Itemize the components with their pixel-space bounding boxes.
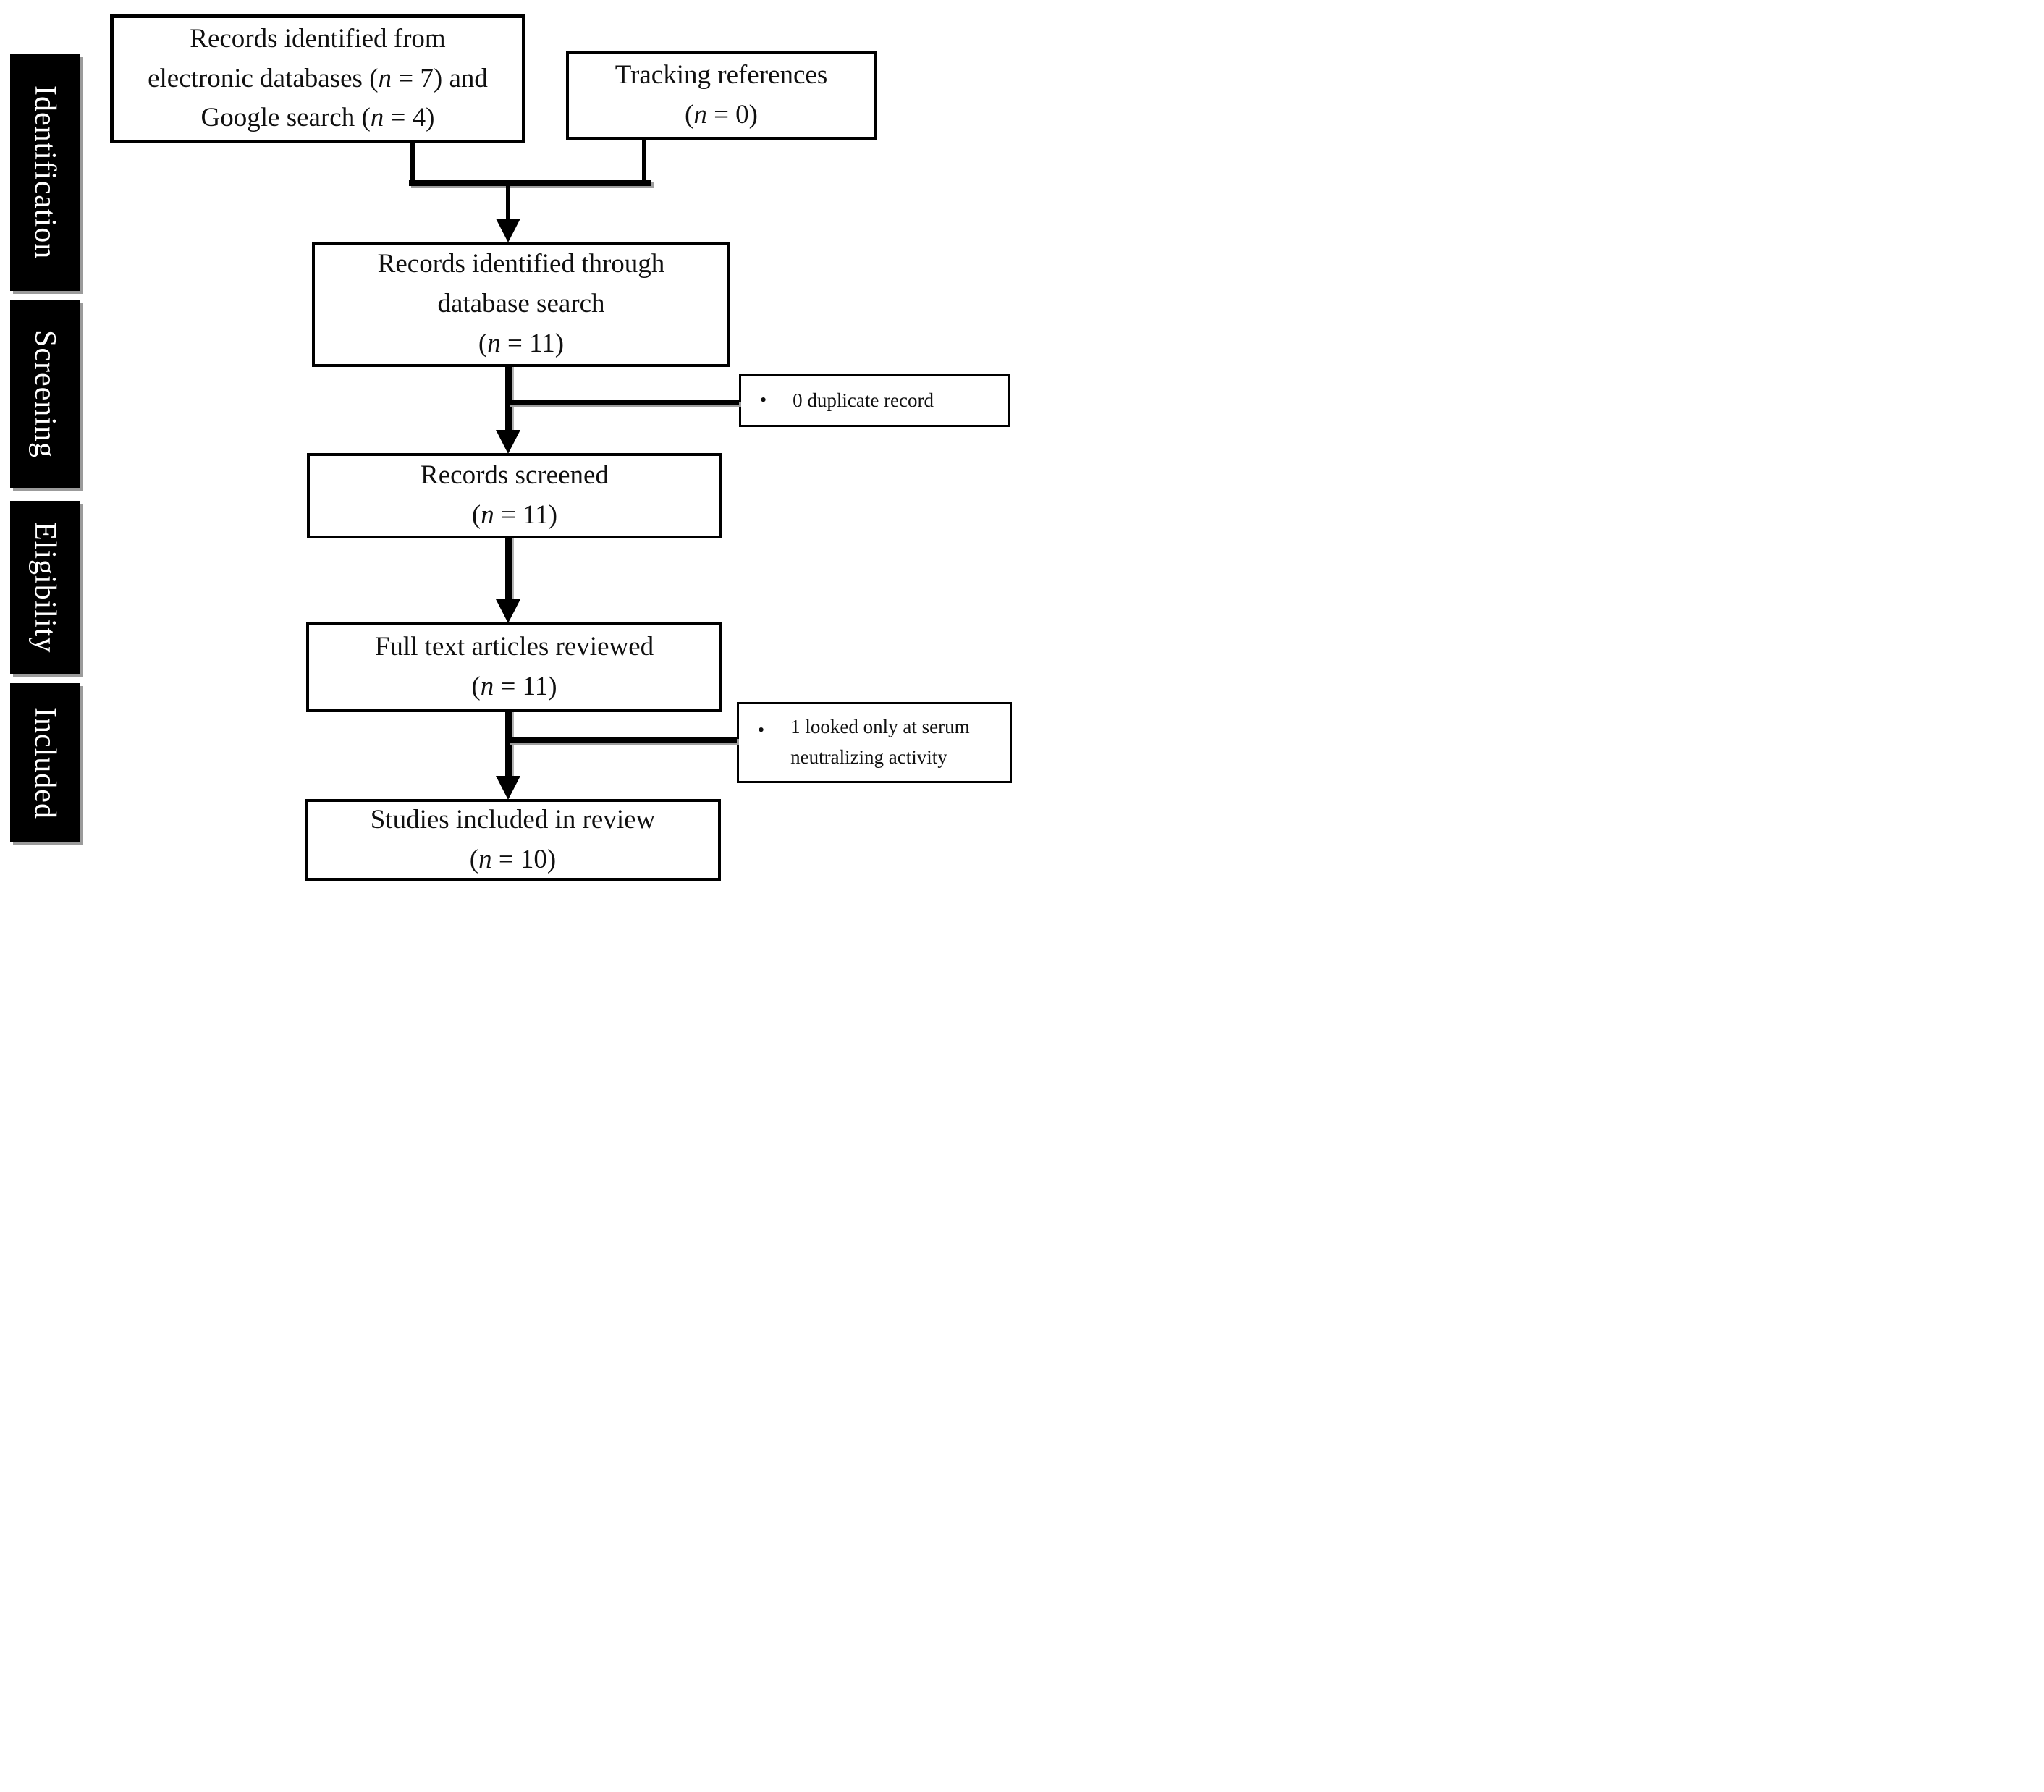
- text-line: Google search (n = 4): [200, 103, 435, 133]
- text-line: Records identified through: [377, 249, 665, 279]
- stage-label-text: Identification: [28, 85, 62, 260]
- note-duplicates-text: 0 duplicate record: [793, 386, 934, 416]
- text-line: Studies included in review: [370, 804, 656, 834]
- text-line: Records screened: [421, 460, 609, 491]
- branch-line-to-duplicates-note: [508, 400, 739, 405]
- text-line: (n = 11): [471, 672, 557, 701]
- text-line: (n = 11): [478, 328, 565, 358]
- connector-tracking-down-line: [642, 140, 646, 186]
- connector-sources-down-line: [410, 143, 415, 186]
- stage-label-eligibility: Eligibility: [10, 501, 80, 674]
- text-line: Tracking references: [615, 60, 828, 90]
- arrow-into-dbsearch-shaft: [506, 185, 510, 220]
- stage-label-text: Included: [28, 706, 62, 819]
- stage-label-text: Eligibility: [28, 521, 62, 654]
- branch-line-to-serum-note: [508, 737, 737, 743]
- note-box-duplicate-records: • 0 duplicate record: [739, 374, 1010, 427]
- down-arrowhead-into-included: [496, 776, 520, 800]
- text-line: 0 duplicate record: [793, 389, 934, 411]
- text-line: Records identified from: [190, 23, 446, 54]
- stage-label-included: Included: [10, 683, 80, 842]
- flow-box-tracking-references: Tracking references (n = 0): [566, 51, 877, 140]
- down-arrowhead-into-dbsearch: [496, 219, 520, 242]
- arrow-into-fulltext-shaft: [505, 538, 512, 602]
- stage-label-identification: Identification: [10, 54, 80, 291]
- note-serum-text: 1 looked only at serum neutralizing activ…: [790, 712, 969, 773]
- arrow-into-included-shaft: [505, 712, 512, 779]
- stage-label-text: Screening: [28, 329, 62, 458]
- stage-label-screening: Screening: [10, 300, 80, 488]
- connector-merge-bar-line: [409, 180, 651, 186]
- flow-box-records-screened: Records screened (n = 11): [307, 453, 722, 538]
- prisma-flow-diagram: Identification Screening Eligibility Inc…: [0, 0, 1022, 896]
- down-arrowhead-into-fulltext: [496, 599, 520, 623]
- text-line: electronic databases (n = 7) and: [148, 63, 488, 93]
- text-line: Full text articles reviewed: [374, 632, 654, 662]
- text-line: (n = 11): [471, 500, 558, 530]
- text-line: 1 looked only at serum: [790, 716, 970, 738]
- bullet-icon: •: [758, 719, 765, 740]
- note-box-serum-exclusion: • 1 looked only at serum neutralizing act…: [737, 702, 1012, 783]
- text-line: (n = 0): [684, 100, 759, 130]
- flow-box-full-text-reviewed: Full text articles reviewed (n = 11): [306, 622, 722, 712]
- flow-box-studies-included: Studies included in review (n = 10): [305, 799, 721, 881]
- bullet-icon: •: [760, 389, 767, 411]
- flow-box-records-database-search: Records identified through database searc…: [312, 242, 730, 367]
- text-line: neutralizing activity: [790, 746, 947, 768]
- flow-box-records-identified-sources: Records identified from electronic databa…: [110, 14, 525, 143]
- text-line: (n = 10): [469, 844, 557, 874]
- down-arrowhead-into-screened: [496, 430, 520, 454]
- text-line: database search: [437, 289, 605, 319]
